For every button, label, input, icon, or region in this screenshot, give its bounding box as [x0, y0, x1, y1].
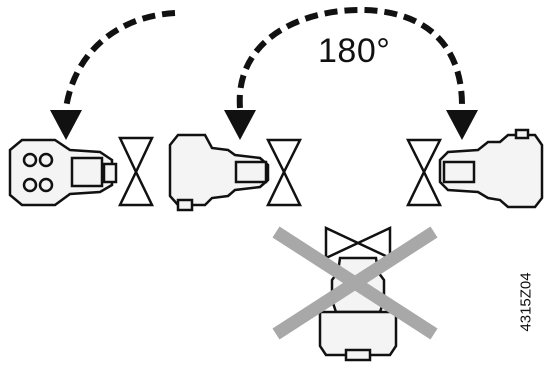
- actuator-icon: [8, 138, 118, 207]
- curved-dashed-arrow-icon: [50, 10, 176, 140]
- curved-dashed-arrow-icon: [224, 6, 478, 140]
- butterfly-valve-icon: [265, 138, 303, 207]
- prohibited-cross-icon: [272, 226, 438, 340]
- actuator-icon: [438, 128, 544, 209]
- actuator-icon: [168, 133, 270, 212]
- butterfly-valve-icon: [405, 138, 443, 207]
- rotation-label: 180°: [318, 32, 391, 70]
- drawing-code-label: 4315Z04: [517, 272, 535, 332]
- butterfly-valve-icon: [324, 226, 392, 260]
- butterfly-valve-icon: [118, 136, 154, 207]
